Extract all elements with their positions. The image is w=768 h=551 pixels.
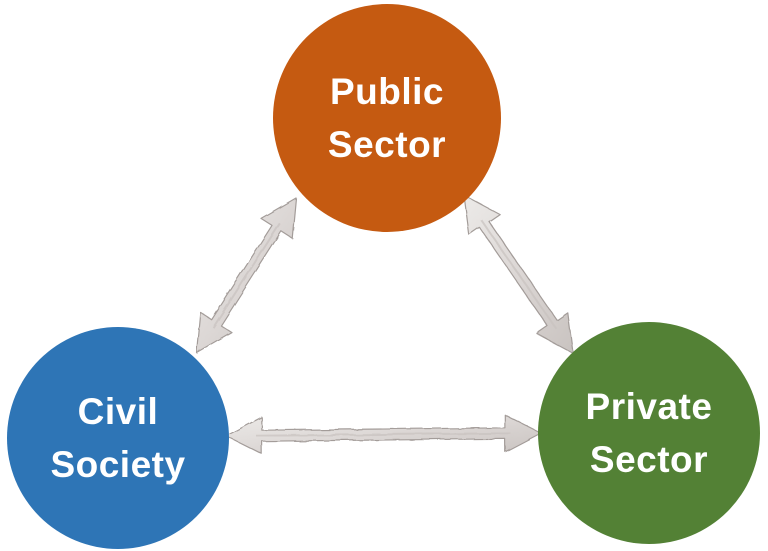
arrow-civil-society-private-sector-shaft [255, 432, 512, 437]
node-label-line: Civil [77, 391, 159, 432]
node-label-line: Society [50, 444, 186, 485]
arrow-public-sector-private-sector-shaft [480, 219, 557, 329]
node-public-sector-label: Public Sector [328, 65, 446, 171]
node-private-sector-label: Private Sector [586, 380, 713, 486]
node-label-line: Public [329, 71, 445, 112]
node-public-sector: Public Sector [273, 4, 501, 232]
node-label-line: Sector [327, 124, 447, 165]
node-private-sector: Private Sector [538, 322, 760, 544]
node-civil-society-label: Civil Society [50, 385, 185, 491]
node-label-line: Sector [589, 439, 709, 480]
node-label-line: Private [585, 386, 713, 427]
node-civil-society: Civil Society [7, 327, 229, 549]
arrow-civil-society-public-sector-shaft [212, 222, 281, 329]
